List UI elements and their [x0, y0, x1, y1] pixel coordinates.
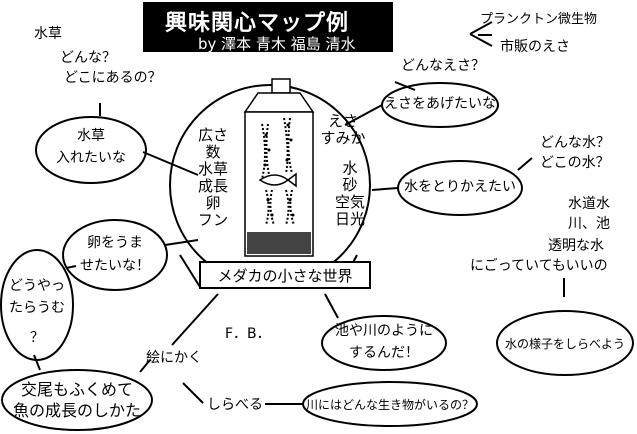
feed-question: どんなえさ？: [401, 58, 485, 74]
fb-label: F．B．: [225, 326, 271, 342]
draw-label: 絵にかく: [146, 350, 202, 366]
globe-item-area: 広さ: [197, 126, 228, 144]
globe-item-sand: 砂: [342, 176, 358, 194]
globe-item-air: 空気: [334, 193, 365, 211]
question-plants-label: 水草: [34, 26, 62, 42]
globe-item-eggs: 卵: [205, 194, 221, 212]
bubble-eggs-line2: せたいな！: [80, 258, 150, 274]
globe-item-sunlight: 日光: [334, 210, 365, 228]
bubble-pond-line1: 池や川のように: [335, 323, 433, 339]
center-label: メダカの小さな世界: [217, 267, 353, 285]
connector-lines: [33, 21, 565, 405]
bubble-eggs-line1: 卵をうま: [87, 235, 143, 251]
globe-item-growth: 成長: [197, 177, 228, 195]
tank-illustration: [243, 78, 315, 257]
water-type-clear: 透明な水: [548, 238, 604, 254]
globe-item-water: 水: [342, 159, 358, 177]
water-question-where: どこの水？: [540, 155, 610, 171]
globe-left-items: 広さ 数 水草 成長 卵 フン: [187, 127, 239, 229]
bubble-water-change-text: 水をとりかえたい: [404, 179, 516, 195]
globe-item-droppings: フン: [197, 211, 229, 229]
map-authors: by 澤本 青木 福島 清水: [198, 35, 356, 53]
water-question-what: どんな水？: [540, 135, 610, 151]
center-label-box: [199, 261, 371, 289]
research-label: しらべる: [207, 397, 263, 413]
bubble-how-line3: ？: [30, 330, 44, 346]
globe-right-items: 水 砂 空気 日光: [324, 160, 376, 228]
bubble-how-line1: どうやっ: [9, 278, 65, 294]
bubble-observe-water-text: 水の様子をしらべよう: [504, 337, 625, 351]
bubble-water-plants-outline: [35, 116, 147, 184]
map-title: 興味関心マップ例: [165, 11, 350, 36]
bubble-pond-outline: [321, 315, 447, 371]
question-plants-what: どんな？: [60, 50, 116, 66]
bubble-growth-line1: 交尾もふくめて: [20, 380, 133, 399]
bubble-water-plants-line2: 入れたいな: [56, 150, 126, 166]
globe-item-habitat: すみか: [320, 129, 366, 147]
bubble-how-line2: たらうむ: [9, 300, 65, 316]
bubble-creatures-text: 川にはどんな生き物がいるの？: [305, 398, 474, 412]
water-type-muddy: にごっていてもいいの: [470, 258, 608, 274]
bubble-creatures-outline: [302, 381, 478, 427]
globe-right-top-items: えさ すみか: [318, 113, 368, 147]
globe-item-feed: えさ: [327, 112, 358, 130]
bubble-feed-text: えさをあげたいな: [384, 96, 496, 112]
bubble-pond-line2: するんだ！: [349, 345, 419, 361]
globe-item-count: 数: [205, 143, 221, 161]
title-block: 興味関心マップ例 by 澤本 青木 福島 清水: [143, 2, 393, 53]
water-type-tap: 水道水: [568, 196, 610, 212]
bubble-water-plants-line1: 水草: [77, 128, 105, 144]
globe-item-plants: 水草: [197, 160, 228, 178]
feed-answer-plankton: プランクトン微生物: [480, 12, 598, 27]
feed-answer-store: 市販のえさ: [500, 39, 570, 55]
bubble-growth-outline: [1, 369, 153, 431]
water-type-river: 川、池: [568, 216, 610, 232]
bubble-eggs-outline: [62, 219, 168, 291]
question-plants-where: どこにあるの？: [64, 70, 162, 86]
bubble-growth-line2: 魚の成長のしかた: [12, 401, 141, 420]
bubble-observe-water-outline: [496, 310, 634, 376]
